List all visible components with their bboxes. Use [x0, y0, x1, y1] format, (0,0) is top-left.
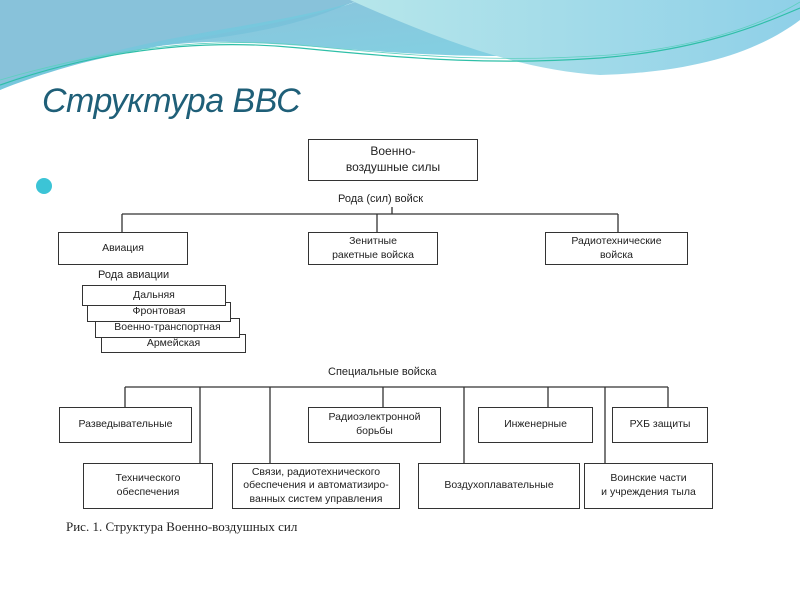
branch-aviation: Авиация: [58, 232, 188, 265]
special-aeronautic: Воздухоплавательные: [418, 463, 580, 509]
special-engineering: Инженерные: [478, 407, 593, 443]
special-electronic-warfare: Радиоэлектронной борьбы: [308, 407, 441, 443]
bullet-icon: [36, 178, 52, 194]
special-technical-support: Технического обеспечения: [83, 463, 213, 509]
special-troops-label: Специальные войска: [328, 366, 437, 378]
special-reconnaissance: Разведывательные: [59, 407, 192, 443]
special-cbrn: РХБ защиты: [612, 407, 708, 443]
header-wave-decoration: [0, 0, 800, 90]
aviation-type-long-range: Дальняя: [82, 285, 226, 306]
special-communications: Связи, радиотехнического обеспечения и а…: [232, 463, 400, 509]
branch-radio-technical: Радиотехнические войска: [545, 232, 688, 265]
figure-caption: Рис. 1. Структура Военно-воздушных сил: [66, 519, 298, 534]
root-box-air-force: Военно- воздушные силы: [308, 139, 478, 181]
branch-air-defense-missile: Зенитные ракетные войска: [308, 232, 438, 265]
aviation-types-label: Рода авиации: [98, 269, 170, 281]
branches-label: Рода (сил) войск: [338, 193, 424, 205]
slide-title: Структура ВВС: [42, 82, 301, 120]
special-rear-units: Воинские части и учреждения тыла: [584, 463, 713, 509]
